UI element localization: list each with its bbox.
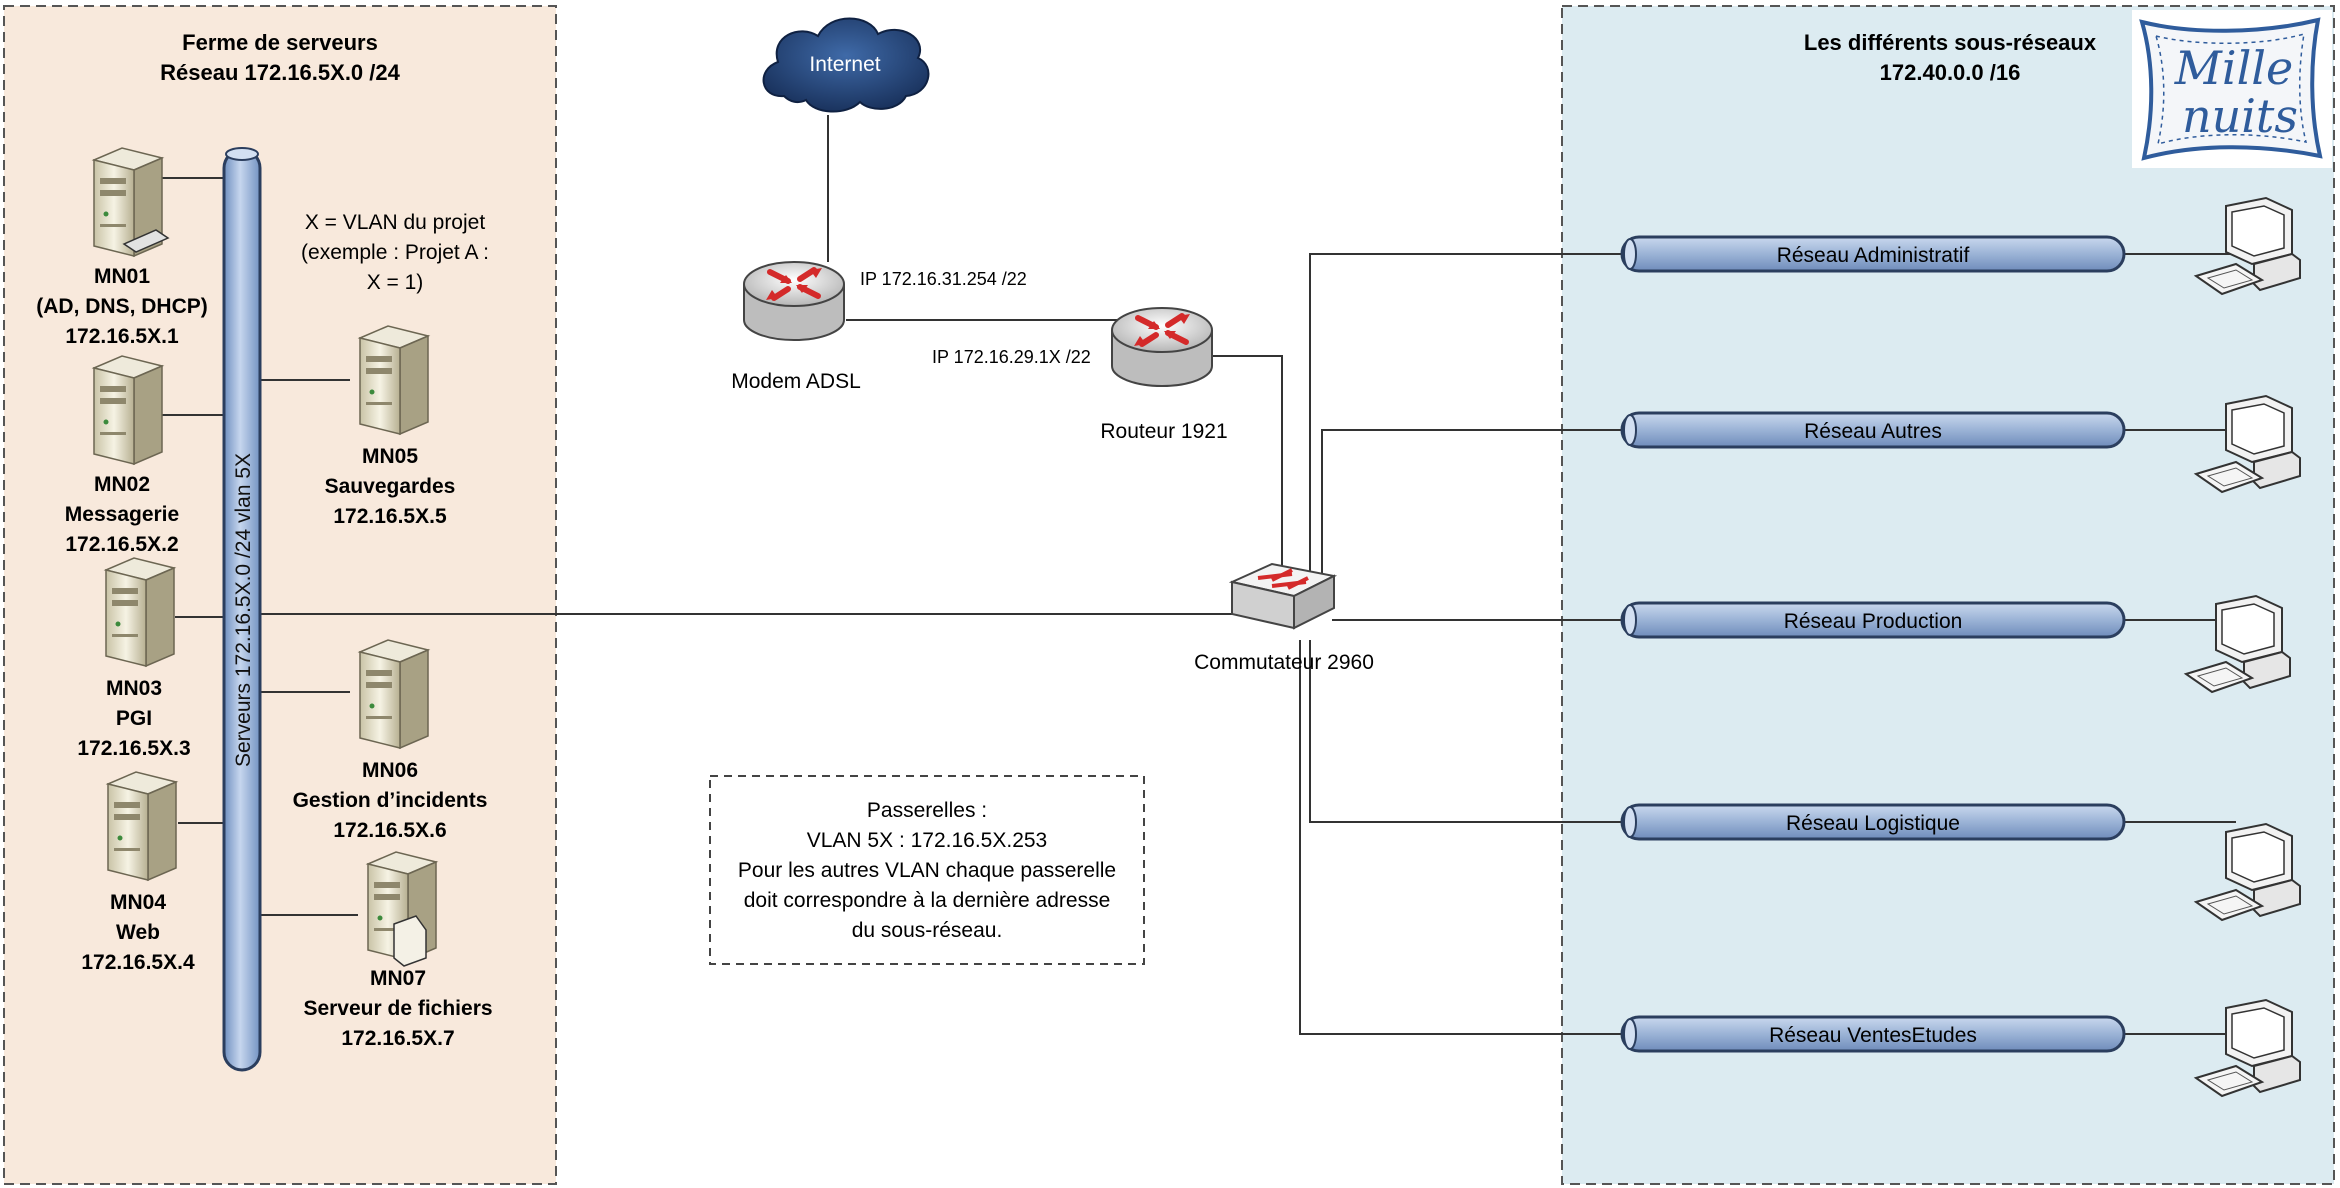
logo-line-2: nuits — [2182, 89, 2298, 143]
subnet-logistique: Réseau Logistique — [1620, 803, 2126, 841]
router-label: Routeur 1921 — [1100, 420, 1227, 443]
gateways-note-line-1: Passerelles : — [867, 799, 987, 822]
mn01-name: MN01 — [94, 265, 150, 288]
subnet-autres-label: Réseau Autres — [1804, 420, 1942, 443]
mn01-role: (AD, DNS, DHCP) — [36, 295, 208, 318]
mn02-ip: 172.16.5X.2 — [65, 533, 178, 556]
server-mn03-icon — [105, 557, 175, 667]
subnet-production: Réseau Production — [1620, 601, 2126, 639]
mn03-name: MN03 — [106, 677, 162, 700]
server-mn06-icon — [359, 639, 429, 749]
server-bus: Serveurs 172.16.5X.0 /24 vlan 5X — [222, 147, 262, 1072]
subnet-production-label: Réseau Production — [1784, 610, 1963, 633]
vlan-note: X = VLAN du projet (exemple : Projet A :… — [301, 211, 489, 294]
mn05-ip: 172.16.5X.5 — [333, 505, 447, 528]
gateways-note: Passerelles : VLAN 5X : 172.16.5X.253 Po… — [738, 799, 1116, 942]
modem-ip-label: IP 172.16.31.254 /22 — [860, 269, 1027, 289]
subnets-zone — [1561, 5, 2335, 1185]
server-farm-title: Ferme de serveurs — [182, 30, 378, 55]
mn03-role: PGI — [116, 707, 152, 730]
internet-label: Internet — [809, 53, 880, 76]
switch-icon — [1230, 562, 1336, 630]
gateways-note-line-3: Pour les autres VLAN chaque passerelle — [738, 859, 1116, 882]
mn01-ip: 172.16.5X.1 — [65, 325, 179, 348]
mn07-role: Serveur de fichiers — [303, 997, 492, 1020]
subnet-ventesetudes: Réseau VentesEtudes — [1620, 1015, 2126, 1053]
server-mn02-icon — [93, 355, 163, 465]
keyboard-icon — [122, 229, 170, 253]
mn02-name: MN02 — [94, 473, 150, 496]
subnet-logistique-label: Réseau Logistique — [1786, 812, 1960, 835]
gateways-note-line-2: VLAN 5X : 172.16.5X.253 — [807, 829, 1048, 852]
mn04-name: MN04 — [110, 891, 166, 914]
subnets-subtitle: 172.40.0.0 /16 — [1880, 60, 2021, 85]
router-ip-label: IP 172.16.29.1X /22 — [932, 347, 1091, 367]
mille-nuits-logo: Mille nuits — [2132, 10, 2332, 168]
modem-label: Modem ADSL — [731, 370, 861, 393]
mn05-name: MN05 — [362, 445, 418, 468]
subnet-autres: Réseau Autres — [1620, 411, 2126, 449]
server-farm-subtitle: Réseau 172.16.5X.0 /24 — [160, 60, 400, 85]
mn04-ip: 172.16.5X.4 — [81, 951, 195, 974]
modem-icon — [744, 262, 844, 340]
subnets-title: Les différents sous-réseaux — [1804, 30, 2097, 55]
logo-line-1: Mille — [2174, 41, 2293, 95]
mn06-ip: 172.16.5X.6 — [333, 819, 446, 842]
mn07-ip: 172.16.5X.7 — [341, 1027, 454, 1050]
mn03-ip: 172.16.5X.3 — [77, 737, 190, 760]
server-labels: MN01 (AD, DNS, DHCP) 172.16.5X.1 MN02 Me… — [36, 265, 492, 1050]
gateways-note-line-4: doit correspondre à la dernière adresse — [744, 889, 1111, 912]
mn06-role: Gestion d’incidents — [293, 789, 488, 812]
internet-cloud-icon — [762, 17, 930, 113]
vlan-note-line-3: X = 1) — [367, 271, 424, 294]
mn05-role: Sauvegardes — [325, 475, 456, 498]
router-icon — [1112, 308, 1212, 386]
server-icons — [93, 147, 437, 967]
server-bus-label: Serveurs 172.16.5X.0 /24 vlan 5X — [232, 453, 255, 767]
server-mn04-icon — [107, 771, 177, 881]
mn02-role: Messagerie — [65, 503, 179, 526]
subnet-ventesetudes-label: Réseau VentesEtudes — [1769, 1024, 1977, 1047]
mn06-name: MN06 — [362, 759, 418, 782]
file-folder-icon — [393, 915, 427, 967]
gateways-note-line-5: du sous-réseau. — [852, 919, 1003, 942]
subnet-administratif-label: Réseau Administratif — [1777, 244, 1970, 267]
vlan-note-line-1: X = VLAN du projet — [305, 211, 486, 234]
vlan-note-line-2: (exemple : Projet A : — [301, 241, 489, 264]
mn07-name: MN07 — [370, 967, 426, 990]
mn04-role: Web — [116, 921, 160, 944]
connection-lines — [160, 115, 2240, 1035]
gateways-note-box — [709, 775, 1145, 965]
subnet-administratif: Réseau Administratif — [1620, 235, 2126, 273]
server-mn05-icon — [359, 325, 429, 435]
subnet-bars: Réseau Administratif Réseau Autres Résea… — [1620, 235, 2126, 1053]
switch-label: Commutateur 2960 — [1194, 651, 1374, 674]
